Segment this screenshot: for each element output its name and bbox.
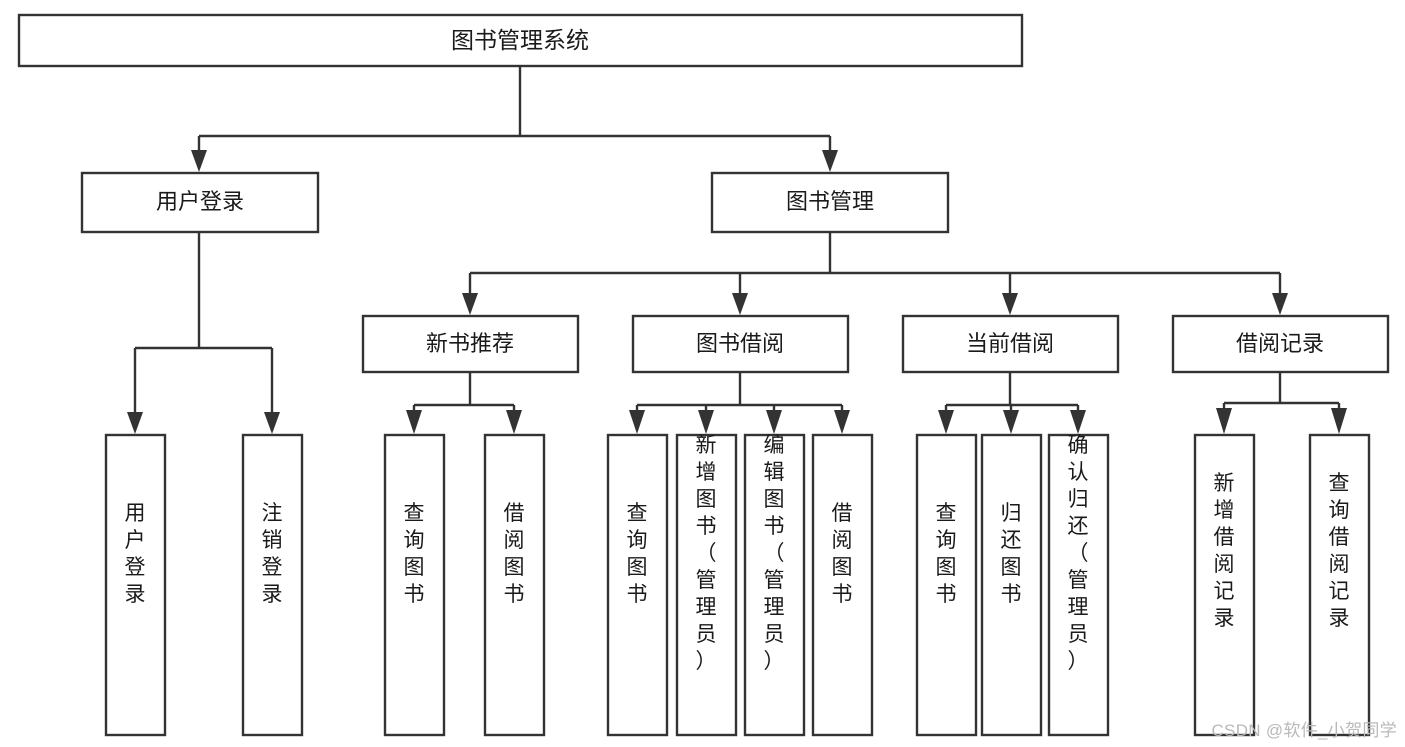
arrow-head-user-login: [191, 150, 207, 172]
leaf-br-query-record-box: [1308, 433, 1371, 737]
node-current-borrow-box: [901, 314, 1120, 374]
leaf-br-add-record-label: 新增借阅记录: [1214, 472, 1235, 630]
leaf-logout-label: 注销登录: [262, 502, 283, 606]
leaf-nb-borrow-book-box: [483, 433, 546, 737]
leaf-cb-confirm-return-box: [1047, 433, 1110, 737]
arrow-head-leaf-user-login: [127, 412, 143, 434]
leaf-br-add-record[interactable]: 新增借阅记录: [1193, 433, 1256, 737]
leaf-cb-return-book-box: [980, 433, 1043, 737]
leaf-br-add-record-box: [1193, 433, 1256, 737]
leaf-bb-edit-book[interactable]: 编辑图书（管理员）: [743, 433, 806, 737]
node-current-borrow-label: 当前借阅: [966, 331, 1054, 356]
leaf-cb-confirm-return[interactable]: 确认归还（管理员）: [1047, 433, 1110, 737]
node-user-login-label: 用户登录: [156, 189, 244, 214]
leaf-cb-return-book-label: 归还图书: [1001, 502, 1022, 606]
leaf-nb-query-book-box: [383, 433, 446, 737]
arrow-head-leaf-logout: [264, 412, 280, 434]
leaf-bb-query-book-label: 查询图书: [627, 502, 648, 606]
node-current-borrow[interactable]: 当前借阅: [901, 314, 1120, 374]
leaf-bb-borrow-book-label: 借阅图书: [832, 502, 853, 606]
leaf-bb-edit-book-box: [743, 433, 806, 737]
arrow-head-bb-leaf-1: [629, 410, 645, 434]
node-book-management-box: [710, 171, 950, 234]
leaf-nb-query-book[interactable]: 查询图书: [383, 433, 446, 737]
leaf-cb-query-book-box: [915, 433, 978, 737]
leaf-user-login-label: 用户登录: [125, 502, 146, 606]
node-root-system[interactable]: 图书管理系统: [17, 13, 1024, 68]
arrow-head-cb-leaf-3: [1070, 410, 1086, 434]
arrow-head-current-borrow: [1002, 293, 1018, 315]
leaf-bb-borrow-book[interactable]: 借阅图书: [811, 433, 874, 737]
arrow-head-book-mgmt: [822, 150, 838, 172]
node-user-login[interactable]: 用户登录: [80, 171, 320, 234]
arrow-head-cb-leaf-2: [1003, 410, 1019, 434]
leaf-br-query-record-label: 查询借阅记录: [1329, 472, 1350, 630]
arrow-head-cb-leaf-1: [938, 410, 954, 434]
leaf-nb-borrow-book-label: 借阅图书: [504, 502, 525, 606]
leaf-user-login-box: [104, 433, 167, 737]
arrow-head-br-leaf-1: [1216, 408, 1232, 434]
leaf-bb-query-book[interactable]: 查询图书: [606, 433, 669, 737]
node-borrow-record-label: 借阅记录: [1236, 331, 1324, 356]
node-book-borrow-box: [631, 314, 850, 374]
node-user-login-box: [80, 171, 320, 234]
arrow-head-bb-leaf-2: [698, 410, 714, 434]
node-book-management-label: 图书管理: [786, 189, 874, 214]
leaf-cb-query-book-label: 查询图书: [936, 502, 957, 606]
arrow-head-nb-leaf-2: [506, 410, 522, 434]
leaf-br-query-record[interactable]: 查询借阅记录: [1308, 433, 1371, 737]
arrow-head-bb-leaf-3: [766, 410, 782, 434]
leaf-nb-query-book-label: 查询图书: [404, 502, 425, 606]
node-new-book-recommend-box: [361, 314, 580, 374]
leaf-logout[interactable]: 注销登录: [241, 433, 304, 737]
leaf-logout-box: [241, 433, 304, 737]
arrow-head-nb-leaf-1: [406, 410, 422, 434]
node-borrow-record-box: [1171, 314, 1390, 374]
leaf-bb-edit-book-label: 编辑图书（管理员）: [764, 434, 785, 673]
leaf-cb-return-book[interactable]: 归还图书: [980, 433, 1043, 737]
node-book-management[interactable]: 图书管理: [710, 171, 950, 234]
node-root-system-box: [17, 13, 1024, 68]
leaf-bb-add-book-box: [675, 433, 738, 737]
arrow-head-borrow-record: [1272, 293, 1288, 315]
leaf-cb-confirm-return-label: 确认归还（管理员）: [1068, 434, 1089, 673]
arrow-head-bb-leaf-4: [834, 410, 850, 434]
arrow-head-new-book: [462, 293, 478, 315]
leaf-bb-add-book[interactable]: 新增图书（管理员）: [675, 433, 738, 737]
node-root-system-label: 图书管理系统: [451, 27, 589, 53]
arrow-head-book-borrow: [732, 293, 748, 315]
node-book-borrow[interactable]: 图书借阅: [631, 314, 850, 374]
node-new-book-recommend[interactable]: 新书推荐: [361, 314, 580, 374]
node-book-borrow-label: 图书借阅: [696, 331, 784, 356]
leaf-bb-add-book-label: 新增图书（管理员）: [696, 434, 717, 673]
node-new-book-recommend-label: 新书推荐: [426, 331, 514, 356]
leaf-user-login[interactable]: 用户登录: [104, 433, 167, 737]
leaf-cb-query-book[interactable]: 查询图书: [915, 433, 978, 737]
node-borrow-record[interactable]: 借阅记录: [1171, 314, 1390, 374]
leaf-bb-query-book-box: [606, 433, 669, 737]
leaf-nb-borrow-book[interactable]: 借阅图书: [483, 433, 546, 737]
connector-layer: [127, 66, 1347, 434]
arrow-head-br-leaf-2: [1331, 408, 1347, 434]
csdn-watermark: CSDN @软件_小贺同学: [1211, 721, 1397, 740]
leaf-bb-borrow-book-box: [811, 433, 874, 737]
